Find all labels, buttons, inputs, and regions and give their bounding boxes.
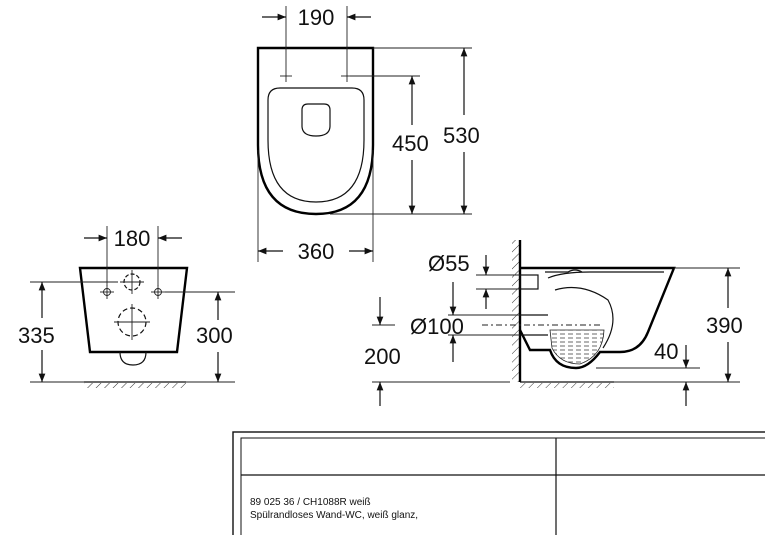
top-view-fixing-marks [280,70,353,82]
rear-view-outlet [119,351,147,366]
title-block-description: Spülrandloses Wand-WC, weiß glanz, [250,510,419,521]
side-view: Ø55 Ø100 200 390 40 [364,240,743,406]
dim-180: 180 [114,226,151,251]
dim-d100: Ø100 [410,314,464,339]
dim-190: 190 [298,5,335,30]
dim-530: 530 [443,123,480,148]
rear-view-fixings [100,270,165,340]
side-view-outline [518,266,676,370]
side-view-bowl [547,271,664,349]
title-block [232,431,765,535]
side-view-inlet [519,274,539,290]
dim-300: 300 [196,323,233,348]
rear-view: 180 335 300 [18,226,235,388]
dim-390: 390 [706,313,743,338]
dim-360: 360 [298,239,335,264]
top-view-outline [256,46,375,216]
rear-view-outline [78,266,189,354]
side-view-water [549,329,605,365]
title-block-article: 89 025 36 / CH1088R weiß [250,497,371,508]
top-view-bowl-rim [267,87,365,203]
dim-335: 335 [18,323,55,348]
dim-d55: Ø55 [428,251,470,276]
dim-200: 200 [364,344,401,369]
top-view: 190 360 450 530 [256,5,480,264]
dim-40: 40 [654,339,678,364]
top-view-inner-bowl [301,103,331,137]
dim-450: 450 [392,131,429,156]
